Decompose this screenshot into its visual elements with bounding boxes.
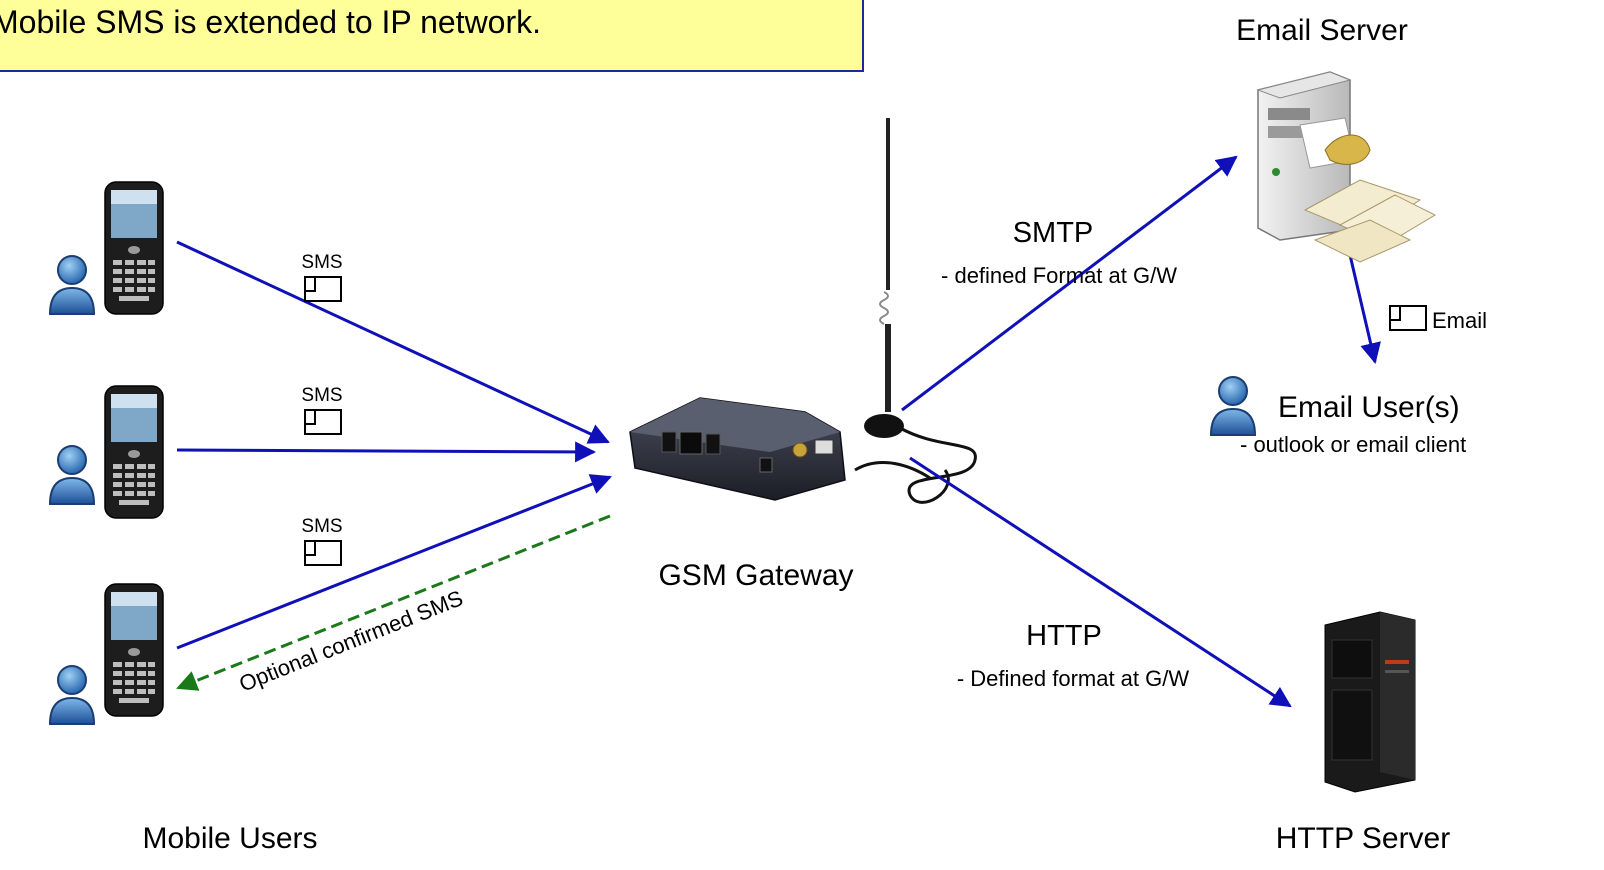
sms-text: SMS [301,252,342,273]
mobile-phone-icon [104,583,164,717]
gsm-gateway-label: GSM Gateway [658,559,853,592]
email-tag: Email [1389,305,1487,333]
mobile-user-3 [49,583,164,725]
email-envelope-icon [1389,305,1427,331]
email-server-icon [1256,71,1437,263]
email-tag-text: Email [1432,308,1487,333]
http-label: HTTP [1026,620,1102,652]
smtp-label: SMTP [1013,217,1094,249]
mobile-user-2 [49,385,164,519]
user-icon [49,665,95,725]
arrow-phone2-to-gateway [176,441,597,463]
sms-envelope-icon [304,540,342,566]
user-icon [49,445,95,505]
user-icon [49,255,95,315]
http-server-icon [1324,611,1416,793]
confirmed-sms-label: Optional confirmed SMS [236,585,467,696]
gsm-gateway-icon [629,397,846,501]
http-description: - Defined format at G/W [957,666,1190,691]
sms-label-3: SMS [301,516,343,566]
http-server-label: HTTP Server [1276,822,1450,855]
sms-envelope-icon [304,276,342,302]
sms-label-1: SMS [301,252,343,302]
arrow-confirmed-sms [176,514,611,691]
email-server-label: Email Server [1236,14,1408,47]
sms-label-2: SMS [301,385,343,435]
mobile-user-1 [49,181,164,315]
arrow-gateway-to-http-server [909,456,1292,708]
arrow-email-server-to-users [1348,254,1381,365]
mobile-users-label: Mobile Users [142,822,317,855]
sms-text: SMS [301,385,342,406]
smtp-description: - defined Format at G/W [941,263,1177,288]
arrow-gateway-to-email-server [901,155,1238,412]
mobile-phone-icon [104,385,164,519]
email-user-icon [1210,376,1256,436]
sms-text: SMS [301,516,342,537]
mobile-phone-icon [104,181,164,315]
email-client-label: - outlook or email client [1240,432,1466,457]
banner: Mobile SMS is extended to IP network. [0,0,864,72]
arrow-phone1-to-gateway [176,240,610,444]
sms-envelope-icon [304,409,342,435]
banner-text: Mobile SMS is extended to IP network. [0,4,542,40]
antenna-icon [854,118,977,504]
arrow-phone3-to-gateway [176,474,612,650]
email-users-label: Email User(s) [1278,391,1460,424]
